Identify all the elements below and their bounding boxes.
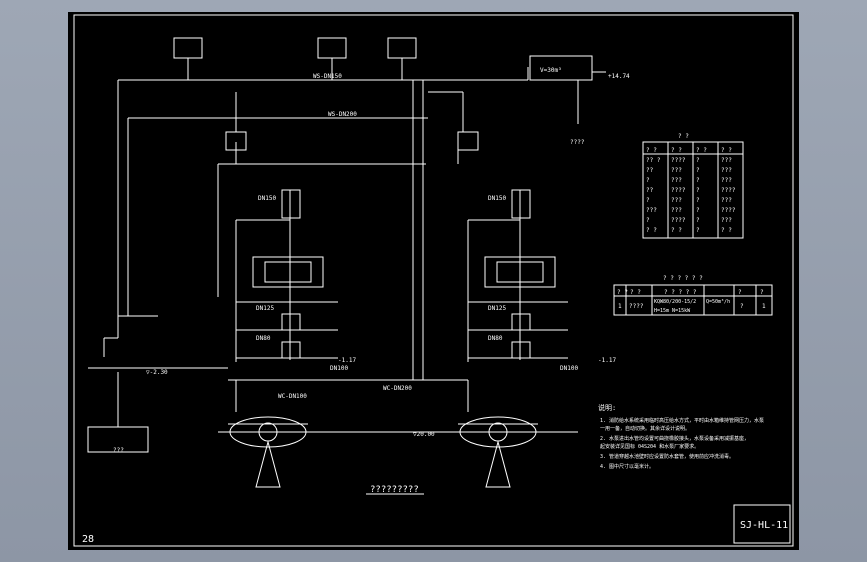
pump-unit-left (252, 256, 324, 288)
check-valve-left (225, 131, 247, 151)
pipe-label-ws-dn200: WS-DN200 (328, 111, 357, 118)
right-pipe-elev-left: -1.17 (338, 357, 356, 364)
pump-system-schematic: ? ?? ?? ?? ??? ?????????????????????????… (73, 14, 794, 547)
legend-cell: ??? (671, 197, 682, 204)
legend-cell: ? (646, 217, 650, 224)
pressure-switch-1 (173, 37, 203, 59)
pipe-label-dn80-right: DN80 (488, 335, 503, 342)
eq-header-model: ? ? ? ? ? (664, 289, 697, 296)
legend-title: ? ? (678, 133, 689, 140)
check-valve-right (457, 131, 479, 151)
eq-header-unit: ? (738, 289, 742, 296)
legend-cell: ? ? (646, 227, 657, 234)
pipe-label-wc-dn100: WC-DN100 (278, 393, 307, 400)
tank-volume-label: V=30m³ (540, 67, 562, 74)
pipe-label-wc-dn200: WC-DN200 (383, 385, 412, 392)
ground-elevation-label: ▽-2.30 (146, 369, 168, 376)
notes-heading: 说明: (598, 403, 616, 412)
legend-cell: ??? (671, 207, 682, 214)
sump-label: ??? (113, 447, 124, 454)
sump-left (87, 426, 149, 453)
legend-cell: ?? (646, 187, 654, 194)
page-number: 28 (82, 534, 94, 545)
water-tank (529, 55, 593, 81)
legend-cell: ???? (721, 207, 736, 214)
legend-cell: ? ? (646, 147, 657, 154)
pump-unit-right (484, 256, 556, 288)
equipment-table (613, 284, 773, 316)
pressure-switch-2 (317, 37, 347, 59)
legend-cell: ??? (721, 157, 732, 164)
note-line-4: 起安装详见国标 04S204 和水泵厂家要求。 (600, 443, 699, 450)
legend-cell: ??? (671, 167, 682, 174)
drawing-title: ????????? (370, 485, 419, 495)
eq-row-qty: 1 (762, 303, 766, 310)
legend-cell: ???? (721, 187, 736, 194)
pressure-switch-3 (387, 37, 417, 59)
eq-row-unit: ? (740, 303, 744, 310)
legend-cell: ? ? (696, 147, 707, 154)
legend-cell: ?? (646, 167, 654, 174)
legend-cell: ? (696, 187, 700, 194)
eq-row-model-1: KQW80/200-15/2 (654, 299, 696, 305)
legend-cell: ??? (646, 207, 657, 214)
pipe-label-dn125-right: DN125 (488, 305, 506, 312)
drawing-frame (73, 14, 794, 547)
legend-cell: ? (696, 177, 700, 184)
legend-cell: ? (696, 157, 700, 164)
water-level-label: ▽20.00 (413, 431, 435, 438)
eq-row-name: ???? (629, 303, 644, 310)
legend-cell: ??? (721, 167, 732, 174)
eq-row-no: 1 (618, 303, 622, 310)
note-line-2: 一用一备，自动切换。其余详设计说明。 (600, 425, 690, 432)
eq-header-qty: ? (760, 289, 764, 296)
legend-cell: ?? ? (646, 157, 661, 164)
pipe-label-dn100-left: DN100 (330, 365, 348, 372)
equipment-table-title: ? ? ? ? ? ? (663, 275, 703, 282)
legend-cell: ??? (671, 177, 682, 184)
pipe-label-dn80: DN80 (256, 335, 271, 342)
note-line-6: 4. 图中尺寸以毫米计。 (600, 463, 654, 470)
legend-cell: ???? (671, 187, 686, 194)
right-pipe-elev: -1.17 (598, 357, 616, 364)
legend-cell: ? (696, 167, 700, 174)
drawing-sheet: ? ?? ?? ?? ??? ?????????????????????????… (68, 12, 799, 550)
legend-cell: ??? (721, 217, 732, 224)
legend-cell: ? (696, 217, 700, 224)
note-line-1: 1. 消防给水系统采用临时高压给水方式，平时由水箱维持管网压力，水泵 (600, 417, 764, 424)
pipe-label-dn125: DN125 (256, 305, 274, 312)
pipe-label-dn100-right: DN100 (560, 365, 578, 372)
legend-cell: ???? (671, 217, 686, 224)
eq-header-no: ? ? (617, 289, 628, 296)
pipe-label-dn150: DN150 (258, 195, 276, 202)
tank-elevation-label: +14.74 (608, 73, 630, 80)
legend-cell: ? ? (671, 227, 682, 234)
eq-row-model-2: H=15m N=15kW (654, 308, 691, 314)
pipe-label-dn150-right: DN150 (488, 195, 506, 202)
note-line-5: 3. 管道穿越水池壁时应设置防水套管，使用前应冲洗消毒。 (600, 453, 734, 460)
legend-cell: ??? (721, 177, 732, 184)
legend-cell: ??? (721, 197, 732, 204)
legend-cell: ? (696, 227, 700, 234)
legend-cell: ? (646, 197, 650, 204)
legend-cell: ? ? (721, 147, 732, 154)
note-line-3: 2. 水泵进出水管均设置可曲挠橡胶接头，水泵设备采用减振基座， (600, 435, 749, 442)
eq-header-name: ? ? (630, 289, 641, 296)
title-block (733, 504, 791, 544)
suction-tank-right (459, 416, 537, 448)
suction-tank-left (229, 416, 307, 448)
legend-cell: ? (696, 207, 700, 214)
legend-cell: ???? (671, 157, 686, 164)
eq-row-flow: Q=50m³/h (706, 299, 730, 305)
legend-cell: ? ? (721, 227, 732, 234)
legend-cell: ? ? (671, 147, 682, 154)
pipe-label-ws-dn150: WS-DN150 (313, 73, 342, 80)
legend-cell: ? (646, 177, 650, 184)
tank-drain-label: ???? (570, 139, 585, 146)
legend-cell: ? (696, 197, 700, 204)
drawing-number: SJ-HL-11 (740, 520, 788, 531)
